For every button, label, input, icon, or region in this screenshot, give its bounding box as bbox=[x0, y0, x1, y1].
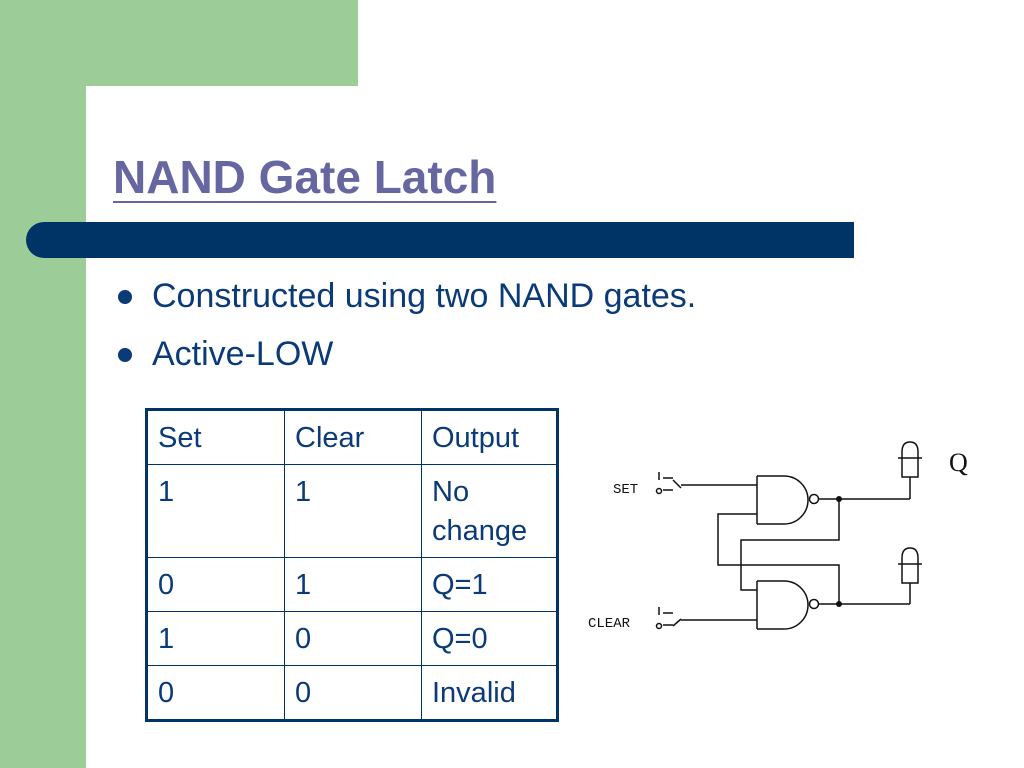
table-row: 1 1 No change bbox=[146, 464, 558, 558]
upper-feedback-wire bbox=[740, 499, 840, 591]
bullet-dot-icon bbox=[118, 290, 132, 304]
set-label: SET bbox=[613, 482, 638, 498]
bullet-text: Constructed using two NAND gates. bbox=[152, 277, 697, 315]
table-cell: 0 bbox=[284, 611, 422, 666]
nand-gate-lower bbox=[756, 580, 820, 630]
table-cell: 0 bbox=[146, 557, 285, 612]
green-sidebar bbox=[0, 0, 86, 768]
bullet-list: Constructed using two NAND gates. Active… bbox=[114, 274, 696, 390]
table-cell: 0 bbox=[146, 665, 285, 721]
rounded-content-corner bbox=[86, 86, 146, 146]
bullet-text: Active-LOW bbox=[152, 335, 334, 373]
clear-label: CLEAR bbox=[588, 616, 631, 632]
table-cell: 1 bbox=[284, 557, 422, 612]
output-lamp-icon bbox=[898, 547, 922, 584]
green-top-band bbox=[0, 0, 358, 86]
table-cell: 0 bbox=[284, 665, 422, 721]
table-cell: 1 bbox=[146, 611, 285, 666]
output-q-label: Q bbox=[949, 448, 968, 477]
header-cell-clear: Clear bbox=[284, 409, 422, 465]
table-row: 1 0 Q=0 bbox=[146, 611, 558, 666]
table-row: 0 0 Invalid bbox=[146, 665, 558, 721]
nand-gate-upper bbox=[756, 475, 820, 525]
slide-title: NAND Gate Latch bbox=[113, 151, 497, 203]
lower-feedback-wire bbox=[717, 513, 840, 604]
table-cell: Q=1 bbox=[421, 557, 558, 612]
clear-switch-icon bbox=[655, 607, 682, 630]
header-cell-set: Set bbox=[146, 409, 285, 465]
bullet-item: Active-LOW bbox=[114, 332, 696, 390]
table-row: 0 1 Q=1 bbox=[146, 557, 558, 612]
table-cell: 1 bbox=[284, 464, 422, 558]
table-cell: Invalid bbox=[421, 665, 558, 721]
truth-table: Set Clear Output 1 1 No change 0 1 Q=1 1… bbox=[145, 408, 559, 722]
bullet-item: Constructed using two NAND gates. bbox=[114, 274, 696, 332]
bullet-dot-icon bbox=[118, 348, 132, 362]
table-cell: Q=0 bbox=[421, 611, 558, 666]
table-cell: No change bbox=[421, 464, 558, 558]
table-header-row: Set Clear Output bbox=[146, 409, 558, 465]
nand-latch-circuit-diagram: SET CLEAR Q bbox=[588, 441, 968, 632]
title-divider-bar bbox=[26, 222, 854, 258]
header-cell-output: Output bbox=[421, 409, 558, 465]
set-switch-icon bbox=[655, 472, 682, 495]
table-cell: 1 bbox=[146, 464, 285, 558]
output-lamp-icon bbox=[898, 441, 922, 478]
